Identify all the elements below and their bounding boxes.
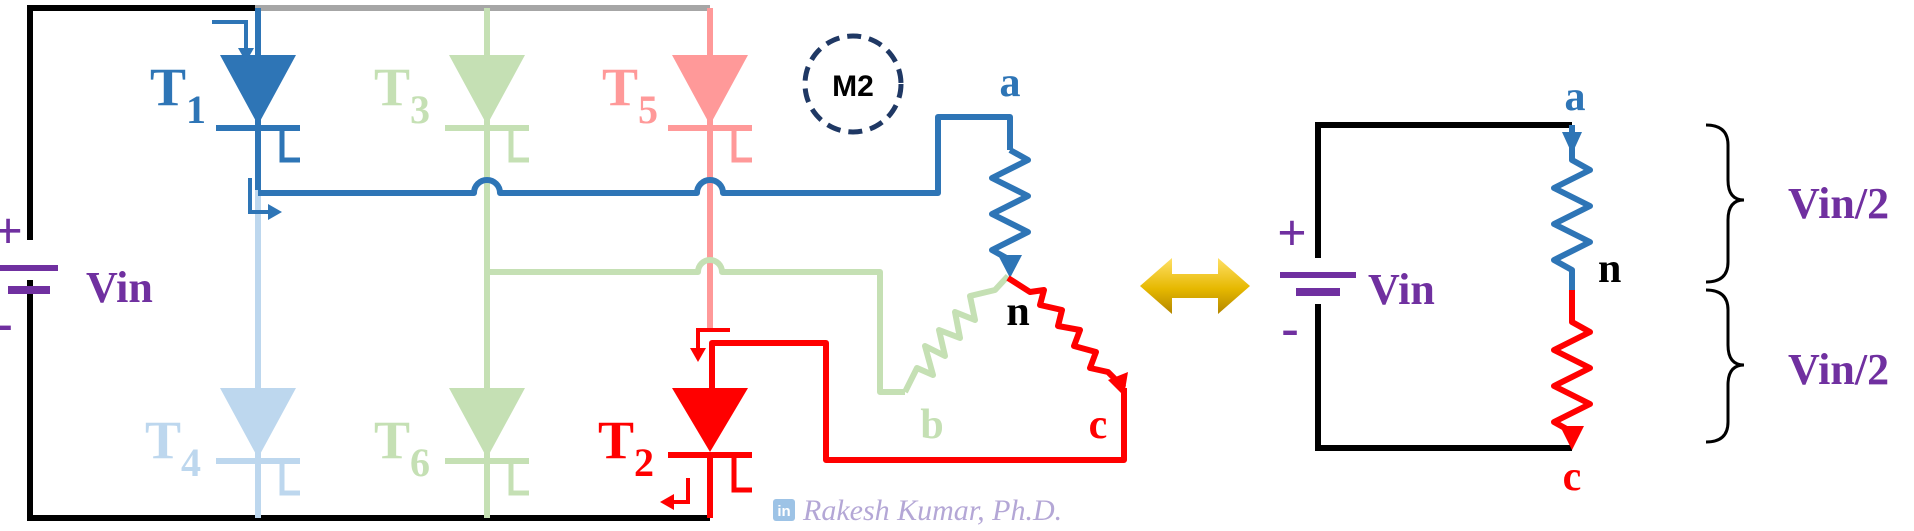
equivalence-double-arrow	[1140, 258, 1250, 314]
phase-a-current-arrow	[998, 255, 1022, 278]
thyristor-t3	[445, 55, 529, 163]
dc-source-right	[1280, 258, 1356, 304]
node-b-label: b	[920, 402, 943, 448]
dc-source-right-plus: +	[1277, 205, 1307, 262]
thyristor-t1	[212, 20, 300, 220]
thyristor-t6-label: T6	[374, 410, 430, 485]
dc-source-right-label: Vin	[1368, 265, 1435, 314]
phase-b-wiring	[487, 257, 1011, 395]
thyristor-t2-label: T2	[598, 410, 654, 485]
voltage-upper-label: Vin/2	[1788, 179, 1889, 228]
equivalent-circuit-wiring	[1315, 122, 1593, 451]
equivalent-arrow-c	[1560, 426, 1584, 450]
dc-source-left	[0, 240, 58, 294]
phase-c-wiring	[709, 275, 1127, 463]
watermark: in Rakesh Kumar, Ph.D.	[773, 494, 1062, 527]
node-n-label: n	[1006, 289, 1029, 335]
svg-text:Rakesh Kumar, Ph.D.: Rakesh Kumar, Ph.D.	[802, 494, 1062, 527]
thyristor-t5	[668, 55, 752, 163]
thyristor-t2	[660, 328, 752, 518]
eq-node-c-label: c	[1563, 454, 1582, 500]
node-c-label: c	[1089, 402, 1108, 448]
thyristor-t4-label: T4	[145, 410, 201, 485]
node-a-label: a	[1000, 60, 1021, 106]
eq-node-n-label: n	[1598, 246, 1621, 292]
mode-badge: M2	[802, 33, 904, 135]
svg-text:in: in	[777, 503, 790, 520]
phase-c-current-arrow	[1108, 372, 1128, 396]
voltage-lower-label: Vin/2	[1788, 345, 1889, 394]
dc-source-left-plus: +	[0, 203, 23, 260]
linkedin-icon	[773, 499, 795, 521]
dc-source-left-minus: -	[0, 295, 13, 352]
svg-text:M2: M2	[832, 70, 874, 103]
dc-source-left-label: Vin	[86, 263, 153, 312]
eq-node-a-label: a	[1565, 74, 1586, 120]
equivalent-arrow-a	[1562, 132, 1582, 154]
phase-a-wiring	[258, 114, 1031, 263]
thyristor-t5-label: T5	[602, 57, 658, 132]
voltage-braces	[1705, 123, 1745, 444]
thyristor-t3-label: T3	[374, 57, 430, 132]
thyristor-t4	[216, 388, 300, 496]
dc-source-right-minus: -	[1281, 300, 1298, 357]
thyristor-t6	[445, 388, 529, 496]
thyristor-t1-label: T1	[150, 57, 206, 132]
